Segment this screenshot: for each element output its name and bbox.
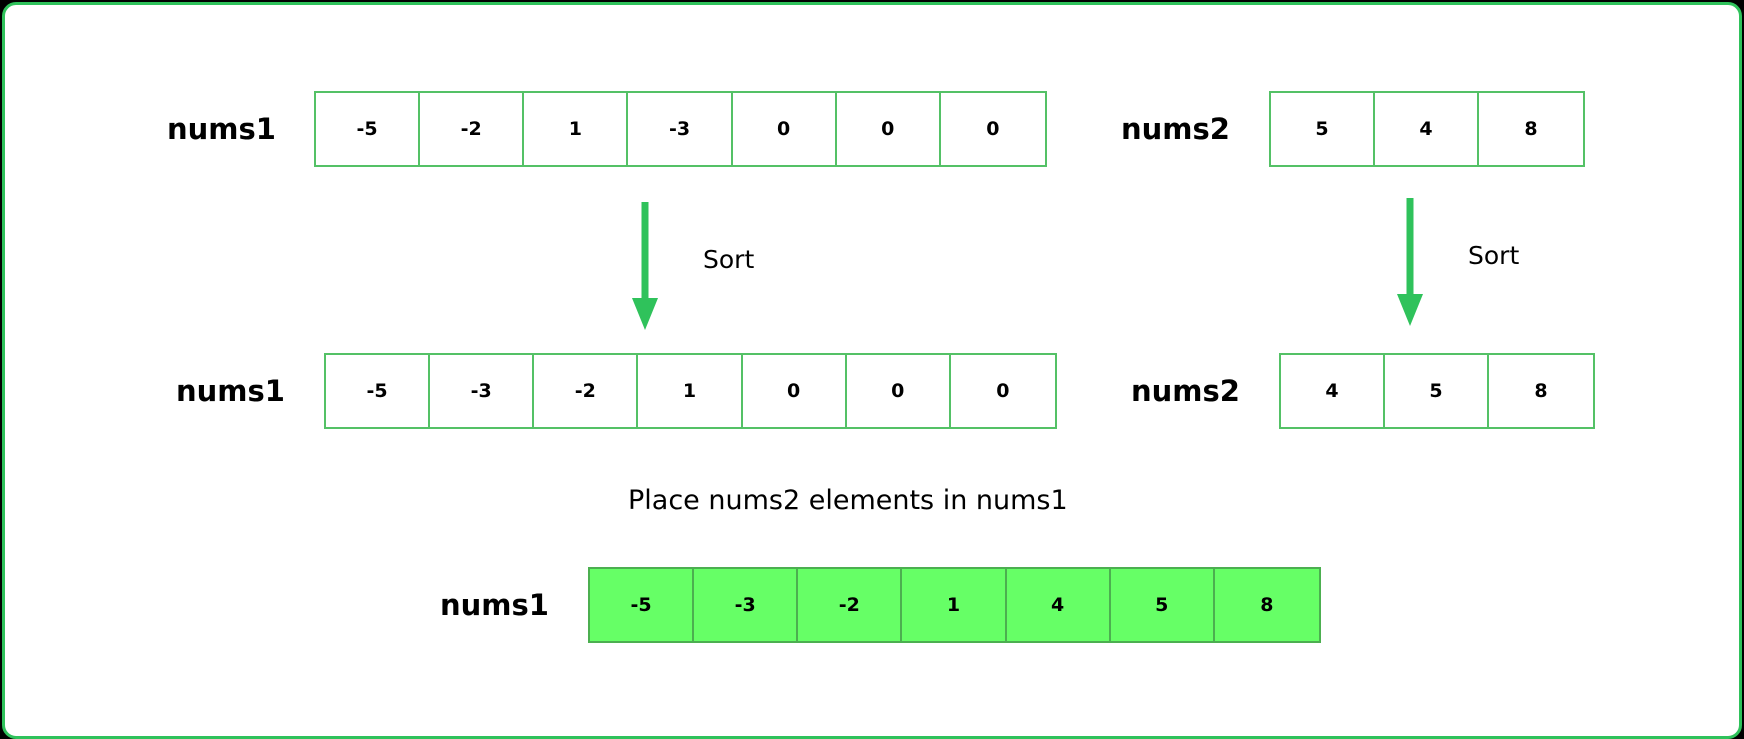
array-cell: 0 [996, 380, 1010, 402]
sort-label-left: Sort [703, 245, 755, 274]
array-cell: 5 [1385, 355, 1489, 427]
array-cell: 8 [1534, 380, 1548, 402]
array-cell: -2 [420, 93, 525, 165]
array-cell: 1 [638, 355, 743, 427]
array-cell: 1 [902, 569, 1007, 641]
array-cell: -2 [798, 569, 903, 641]
nums1-label-initial: nums1 [167, 112, 276, 146]
array-cell: -3 [694, 569, 799, 641]
array-cell: -5 [316, 93, 421, 165]
array-cell: -2 [534, 355, 639, 427]
nums2-label-initial: nums2 [1121, 112, 1230, 146]
array-cell: 4 [1375, 93, 1479, 165]
array-cell: -5 [590, 569, 695, 641]
nums1-label-sorted: nums1 [176, 374, 285, 408]
array-cell: 0 [837, 93, 941, 165]
sort-arrow-right [1397, 198, 1423, 326]
merge-caption: Place nums2 elements in nums1 [628, 485, 1068, 516]
array-cell: 5 [1110, 569, 1215, 641]
array-cell: 0 [847, 355, 951, 427]
array-cell: 0 [743, 355, 847, 427]
array-cell: 4 [1006, 569, 1111, 641]
array-cell: 8 [1524, 118, 1538, 140]
array-cell: -3 [628, 93, 733, 165]
nums1-label-result: nums1 [440, 588, 549, 622]
array-cell: -5 [326, 355, 431, 427]
array-cell: 0 [733, 93, 837, 165]
sort-arrow-left [632, 202, 658, 330]
nums2-label-sorted: nums2 [1131, 374, 1240, 408]
sort-label-right: Sort [1468, 241, 1520, 270]
array-cell: -3 [430, 355, 535, 427]
array-cell: 8 [1214, 569, 1319, 641]
array-cell: 5 [1271, 93, 1375, 165]
array-cell: 0 [986, 118, 1000, 140]
array-cell: 4 [1281, 355, 1385, 427]
array-cell: 1 [524, 93, 629, 165]
